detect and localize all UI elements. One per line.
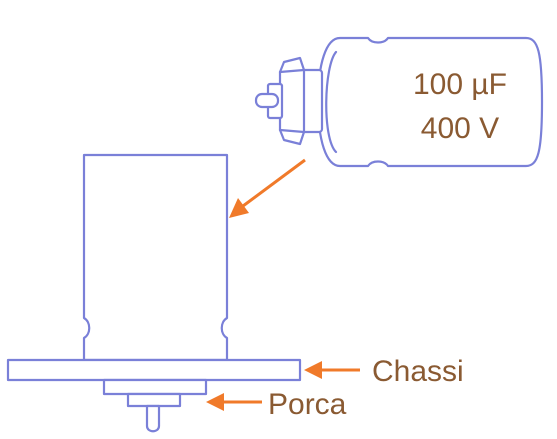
mounted-capacitor-body: [82, 153, 229, 362]
tilted-capacitor-base-edge: [325, 50, 338, 154]
tilted-capacitor-hex-nut-edge: [278, 68, 306, 134]
mounted-capacitor: [82, 153, 229, 362]
capacitor-mounting-arrow: [229, 158, 306, 218]
nut-pointer-arrow: [206, 393, 262, 411]
chassis-label: Chassi: [372, 355, 464, 388]
chassis-plate: [6, 358, 302, 382]
tilted-capacitor: 100 µF 400 V: [254, 36, 544, 168]
voltage-label: 400 V: [421, 112, 499, 145]
tilted-capacitor-body: [316, 36, 544, 168]
washer: [126, 392, 182, 408]
chassis-pointer-arrow: [304, 361, 360, 379]
nut: [102, 378, 208, 396]
nut-label: Porca: [268, 388, 347, 421]
capacitance-label: 100 µF: [413, 68, 507, 101]
under-chassis-hardware: [102, 378, 208, 433]
terminal-pin: [145, 404, 161, 433]
tilted-capacitor-terminal: [254, 92, 280, 109]
